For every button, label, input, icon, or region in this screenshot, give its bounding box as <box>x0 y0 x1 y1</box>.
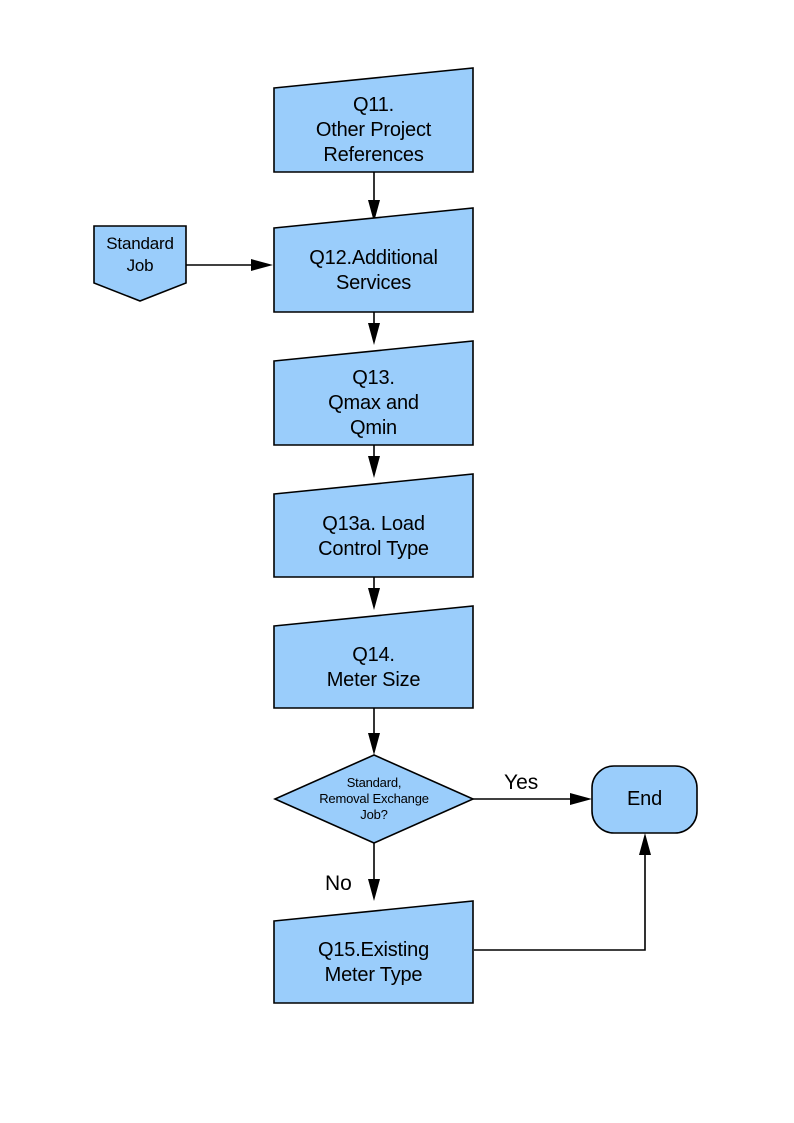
edge-q15-end <box>474 833 651 951</box>
edge-standardjob-q12 <box>186 259 273 271</box>
edge-q12-q13 <box>368 312 380 345</box>
node-q14-shape[interactable] <box>273 605 474 709</box>
node-decision-shape[interactable] <box>273 754 475 844</box>
edge-q11-q12 <box>368 172 380 222</box>
edge-label-yes: Yes <box>504 771 539 794</box>
node-q15-shape[interactable] <box>273 900 474 1004</box>
edge-q14-decision <box>368 708 380 755</box>
node-end-shape[interactable] <box>591 765 698 834</box>
node-standard-job-shape[interactable] <box>93 225 187 302</box>
node-q12-shape[interactable] <box>273 207 474 313</box>
edge-label-no: No <box>325 872 352 895</box>
edge-decision-end-yes <box>473 793 592 805</box>
edge-q13a-q14 <box>368 577 380 610</box>
node-q13a-shape[interactable] <box>273 473 474 578</box>
node-q11-shape[interactable] <box>273 67 474 173</box>
edge-q13-q13a <box>368 445 380 478</box>
edge-decision-q15-no <box>368 843 380 901</box>
node-q13-shape[interactable] <box>273 340 474 446</box>
